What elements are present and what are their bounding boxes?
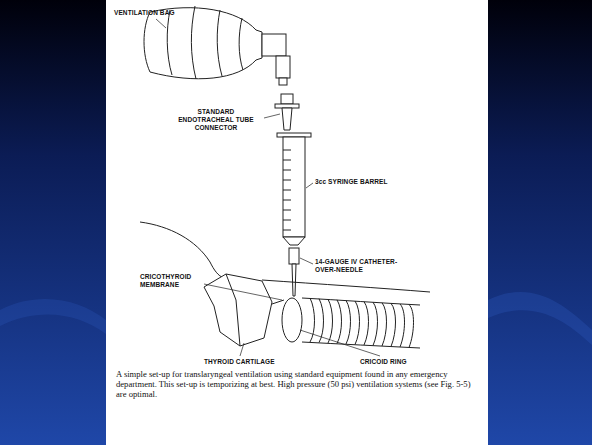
tracheal-ring — [328, 299, 333, 343]
part-label: CRICOTHYROID MEMBRANE — [140, 273, 202, 289]
part-label: VENTILATION BAG — [114, 9, 204, 17]
tracheal-ring — [319, 299, 324, 343]
tracheal-ring — [346, 300, 351, 344]
graduation-mark — [283, 160, 291, 161]
graduation-mark — [283, 230, 291, 231]
swoosh — [0, 299, 106, 334]
graduation-mark — [283, 210, 291, 211]
tracheal-ring — [310, 298, 315, 342]
white-panel — [106, 0, 488, 445]
swoosh — [488, 292, 592, 345]
iv-catheter — [289, 248, 299, 296]
tracheal-ring — [337, 300, 342, 344]
tracheal-ring — [373, 302, 378, 345]
part-label: 14-GAUGE IV CATHETER-OVER-NEEDLE — [315, 258, 399, 274]
tracheal-ring — [355, 301, 360, 345]
neck-anatomy — [140, 222, 430, 348]
tracheal-ring — [400, 304, 405, 347]
leader-lines — [156, 19, 380, 356]
tracheal-ring — [409, 305, 414, 348]
part-label: CRICOID RING — [360, 358, 430, 366]
syringe-barrel — [277, 133, 311, 245]
graduation-mark — [283, 170, 291, 171]
figure-caption: A simple set-up for translaryngeal venti… — [116, 369, 482, 399]
tube-connector — [275, 94, 299, 130]
graduation-mark — [283, 190, 291, 191]
graduation-mark — [283, 150, 291, 151]
graduation-mark — [283, 220, 291, 221]
part-label: THYROID CARTILAGE — [204, 358, 294, 366]
graduation-mark — [283, 180, 291, 181]
graduation-mark — [283, 200, 291, 201]
tracheal-ring — [364, 302, 369, 345]
tracheal-ring — [391, 303, 396, 346]
side-band — [488, 0, 592, 445]
part-label: 3cc SYRINGE BARREL — [315, 178, 415, 186]
side-band — [0, 0, 106, 445]
tracheal-ring — [382, 303, 387, 346]
ventilation-bag — [144, 6, 290, 85]
part-label: STANDARD ENDOTRACHEAL TUBE CONNECTOR — [170, 108, 262, 131]
